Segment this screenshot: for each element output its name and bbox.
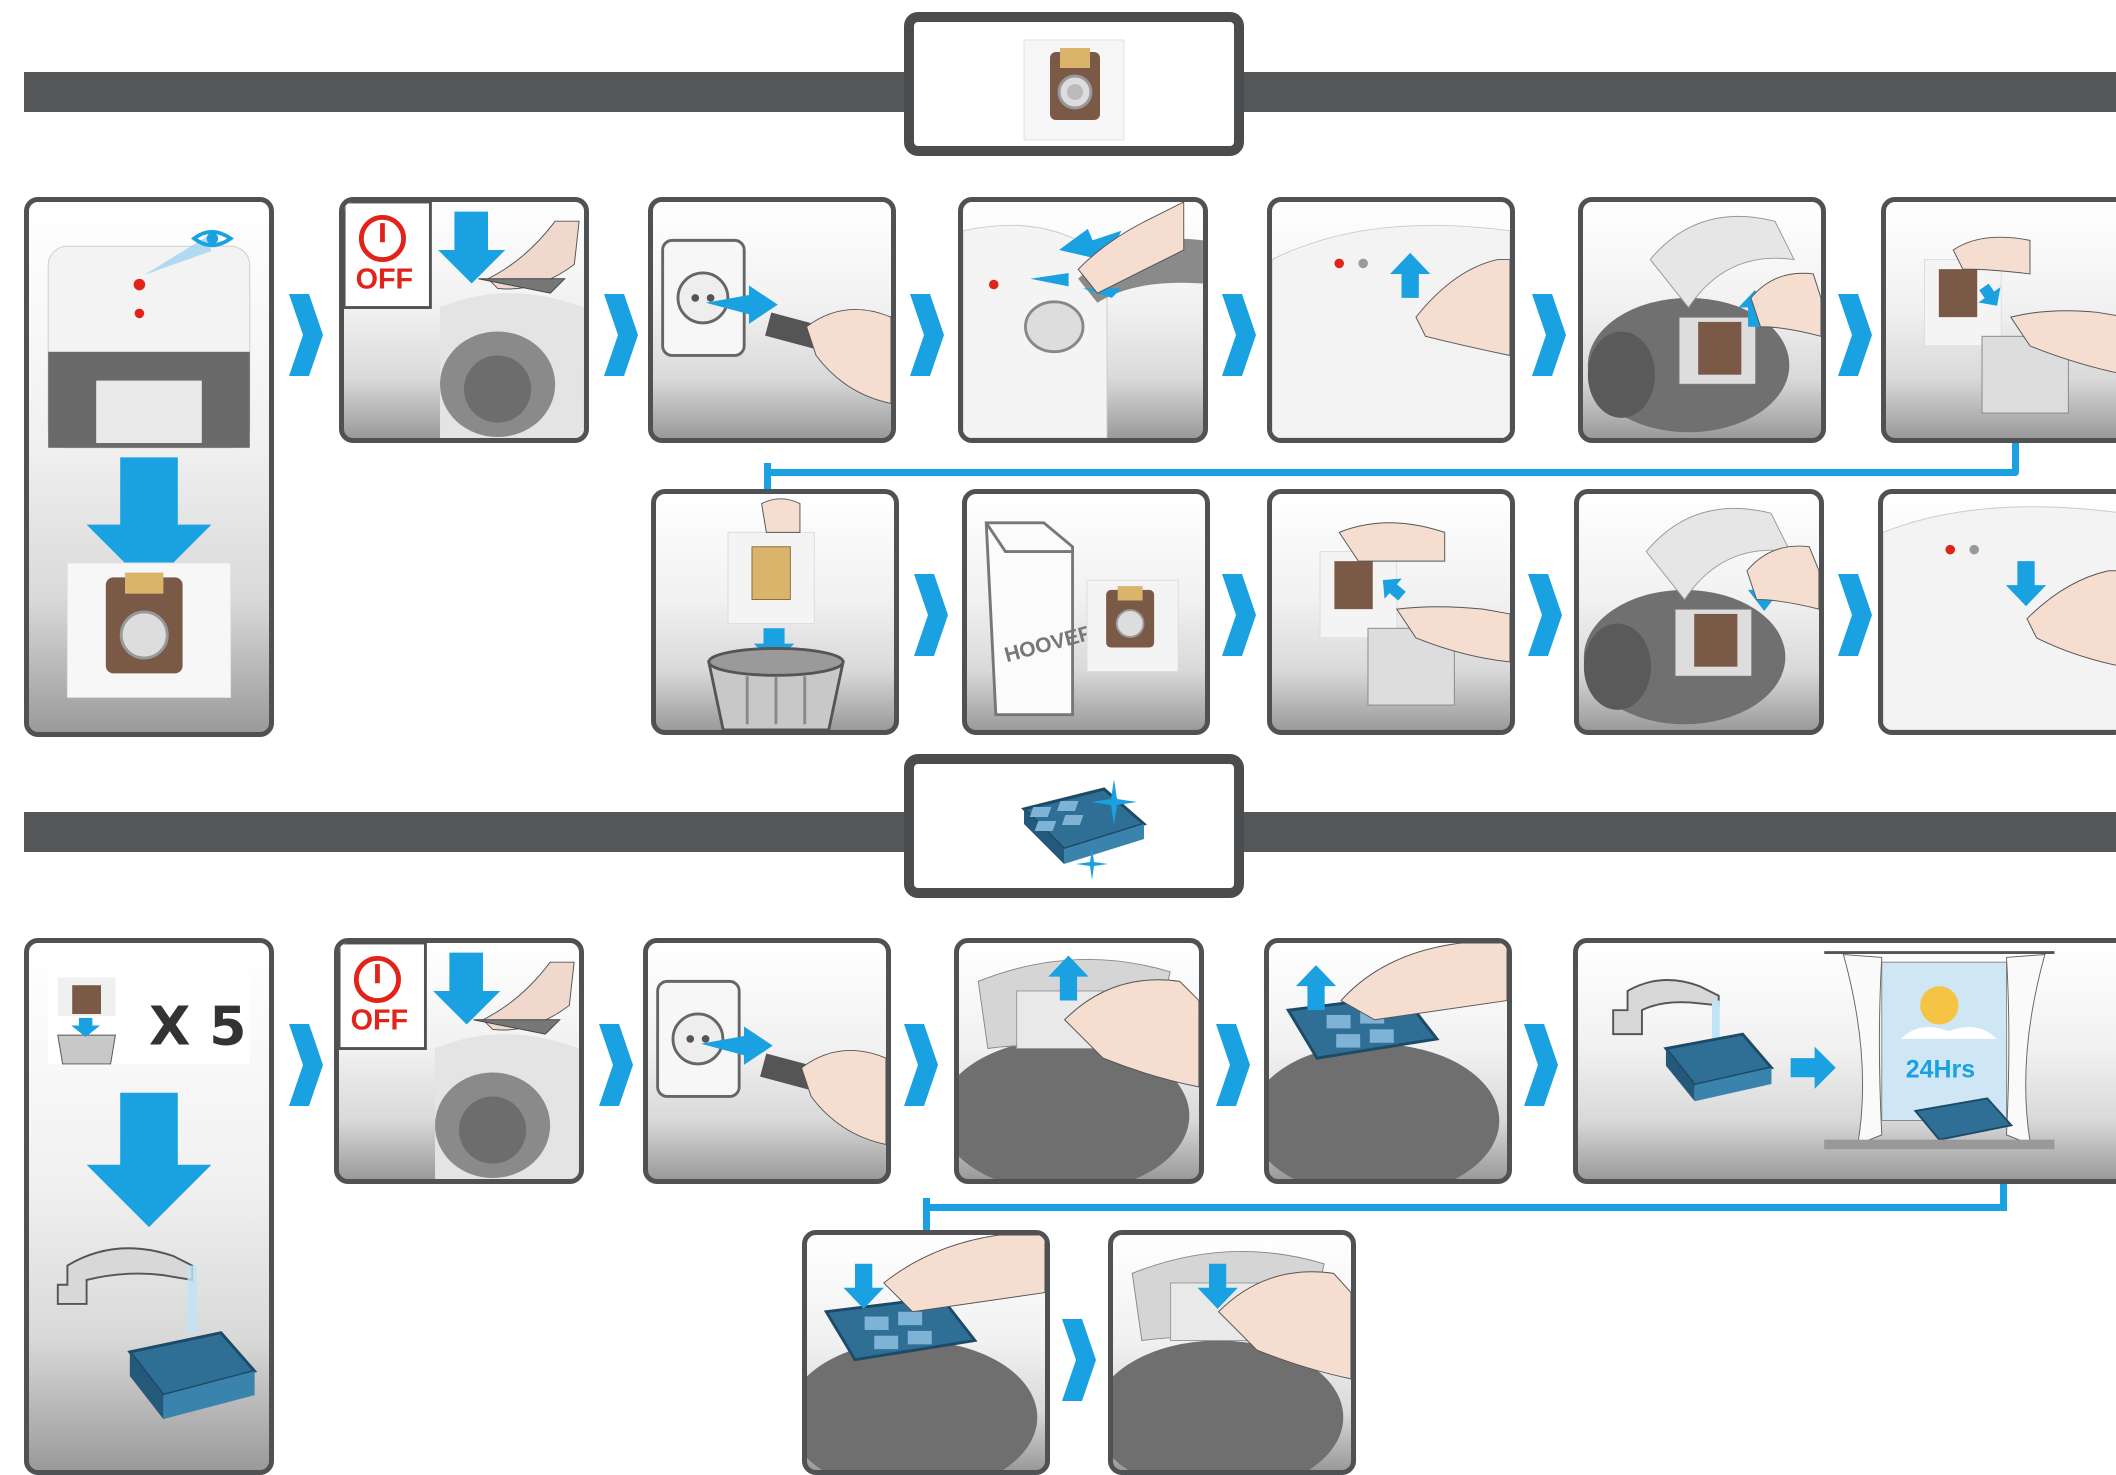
step-unplug [648, 197, 896, 443]
chevron-right-icon [289, 294, 323, 376]
off-label: OFF [351, 1004, 409, 1036]
chevron-right-icon [904, 1024, 938, 1106]
section-header-filter [904, 754, 1244, 898]
flow-connector-line [764, 443, 2019, 476]
step-close-lid [1878, 489, 2116, 735]
off-label: OFF [356, 263, 414, 295]
step-place-bag-holder [1574, 489, 1824, 735]
step-check-bag-indicator [24, 197, 274, 737]
step-switch-off: OFF [339, 197, 589, 443]
step-refit-grille [1108, 1230, 1356, 1475]
chevron-right-icon [1216, 1024, 1250, 1106]
step-wash-every-5-bags: X 5 [24, 938, 274, 1475]
chevron-right-icon [1838, 294, 1872, 376]
step-lift-filter [1264, 938, 1512, 1184]
repeat-count-label: X 5 [149, 995, 247, 1058]
step-open-lid [1267, 197, 1515, 443]
filter-icon [1021, 779, 1148, 880]
step-remove-bag [1881, 197, 2116, 443]
step-insert-bag [1267, 489, 1515, 735]
dust-bag-icon [1023, 39, 1125, 141]
step-lift-bag-holder [1578, 197, 1826, 443]
dry-time-label: 24Hrs [1906, 1055, 1975, 1083]
step-replace-filter [802, 1230, 1050, 1475]
chevron-right-icon [1062, 1319, 1096, 1401]
chevron-right-icon [910, 294, 944, 376]
step-rinse-and-dry: 24Hrs [1573, 938, 2116, 1184]
section-header-dust-bag [904, 12, 1244, 156]
chevron-right-icon [289, 1024, 323, 1106]
chevron-right-icon [599, 1024, 633, 1106]
chevron-right-icon [1532, 294, 1566, 376]
chevron-right-icon [914, 574, 948, 656]
step-unplug-2 [643, 938, 891, 1184]
chevron-right-icon [1524, 1024, 1558, 1106]
chevron-right-icon [1528, 574, 1562, 656]
flow-connector-line [764, 463, 771, 489]
chevron-right-icon [1222, 574, 1256, 656]
chevron-right-icon [1838, 574, 1872, 656]
chevron-right-icon [604, 294, 638, 376]
step-remove-filter-grille [954, 938, 1204, 1184]
chevron-right-icon [1222, 294, 1256, 376]
flow-connector-line [923, 1184, 2007, 1211]
flow-connector-line [923, 1198, 930, 1230]
step-new-hoover-bag: HOOVER [962, 489, 1210, 735]
step-dispose-bag [651, 489, 899, 735]
step-switch-off-2: OFF [334, 938, 584, 1184]
step-remove-hose [958, 197, 1208, 443]
